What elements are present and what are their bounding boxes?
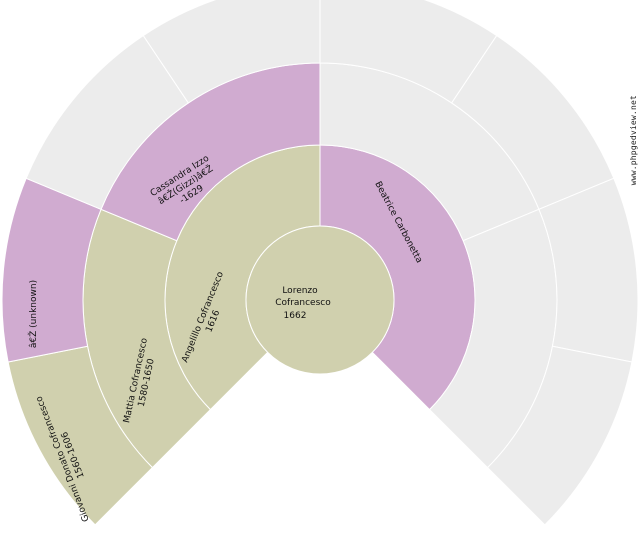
root-name-last: Cofrancesco (275, 298, 331, 308)
ancestor-segment-gen3-3 (142, 0, 321, 104)
root-person[interactable]: Lorenzo Cofrancesco 1662 (245, 225, 395, 375)
root-dates: 1662 (284, 311, 307, 321)
ancestor-segment-gen3-7 (486, 345, 633, 526)
watermark: www.phpgedview.net (629, 95, 638, 186)
fan-segments (1, 0, 639, 526)
great-grandmother-name: â€Ž (unknown) (27, 280, 39, 348)
great-grandmother-label: â€Ž (unknown) (27, 280, 39, 348)
root-circle[interactable] (245, 225, 395, 375)
root-name-first: Lorenzo (282, 286, 318, 296)
